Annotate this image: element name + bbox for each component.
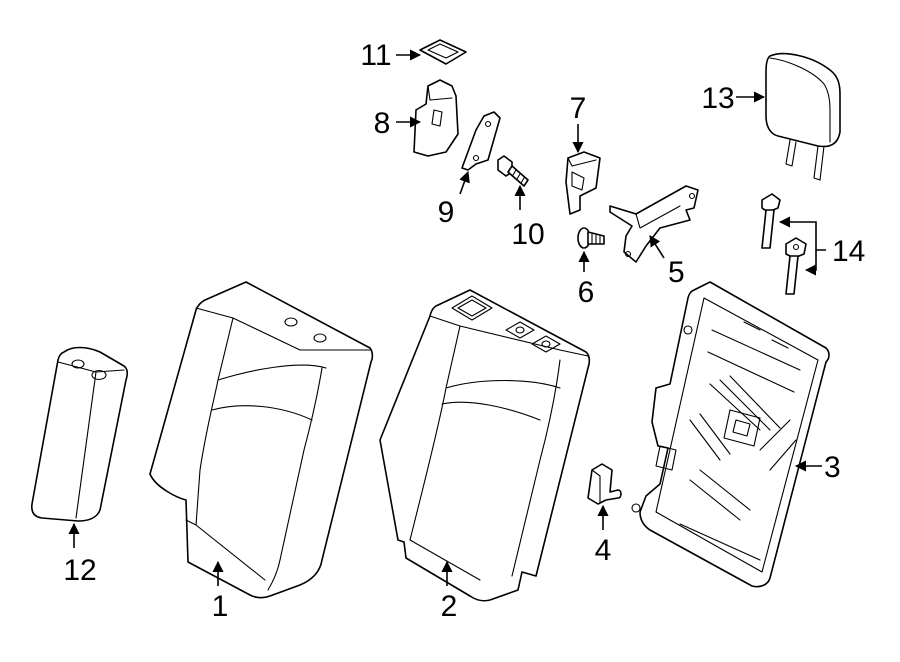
callout-7: 7 (570, 92, 587, 125)
latch-striker (587, 463, 622, 505)
bolt-6 (577, 227, 605, 249)
seat-back-frame (631, 281, 830, 588)
callout-1: 1 (212, 590, 229, 623)
armrest-part (31, 346, 129, 522)
headrest-guide-14b (785, 237, 807, 295)
callout-6: 6 (578, 276, 595, 309)
leader-lines (68, 49, 826, 586)
callout-14: 14 (832, 235, 865, 268)
callout-5: 5 (668, 256, 685, 289)
seat-back-cushion-left (149, 281, 374, 599)
headrest-guide-14a (761, 193, 781, 249)
callout-3: 3 (824, 451, 841, 484)
callout-12: 12 (63, 554, 96, 587)
bracket-9 (461, 111, 501, 171)
bezel-11 (419, 39, 467, 65)
callout-10: 10 (511, 218, 544, 251)
callout-9: 9 (438, 196, 455, 229)
callout-13: 13 (701, 82, 734, 115)
callout-2: 2 (441, 590, 458, 623)
seat-back-cushion-right (379, 289, 591, 602)
guide-bracket-7 (565, 151, 601, 215)
callout-8: 8 (374, 107, 391, 140)
bracket-5 (609, 185, 699, 263)
headrest-guide-8 (413, 79, 459, 157)
callout-4: 4 (595, 534, 612, 567)
callout-11: 11 (360, 39, 391, 72)
headrest-13 (765, 52, 841, 181)
bolt-10 (497, 155, 529, 187)
